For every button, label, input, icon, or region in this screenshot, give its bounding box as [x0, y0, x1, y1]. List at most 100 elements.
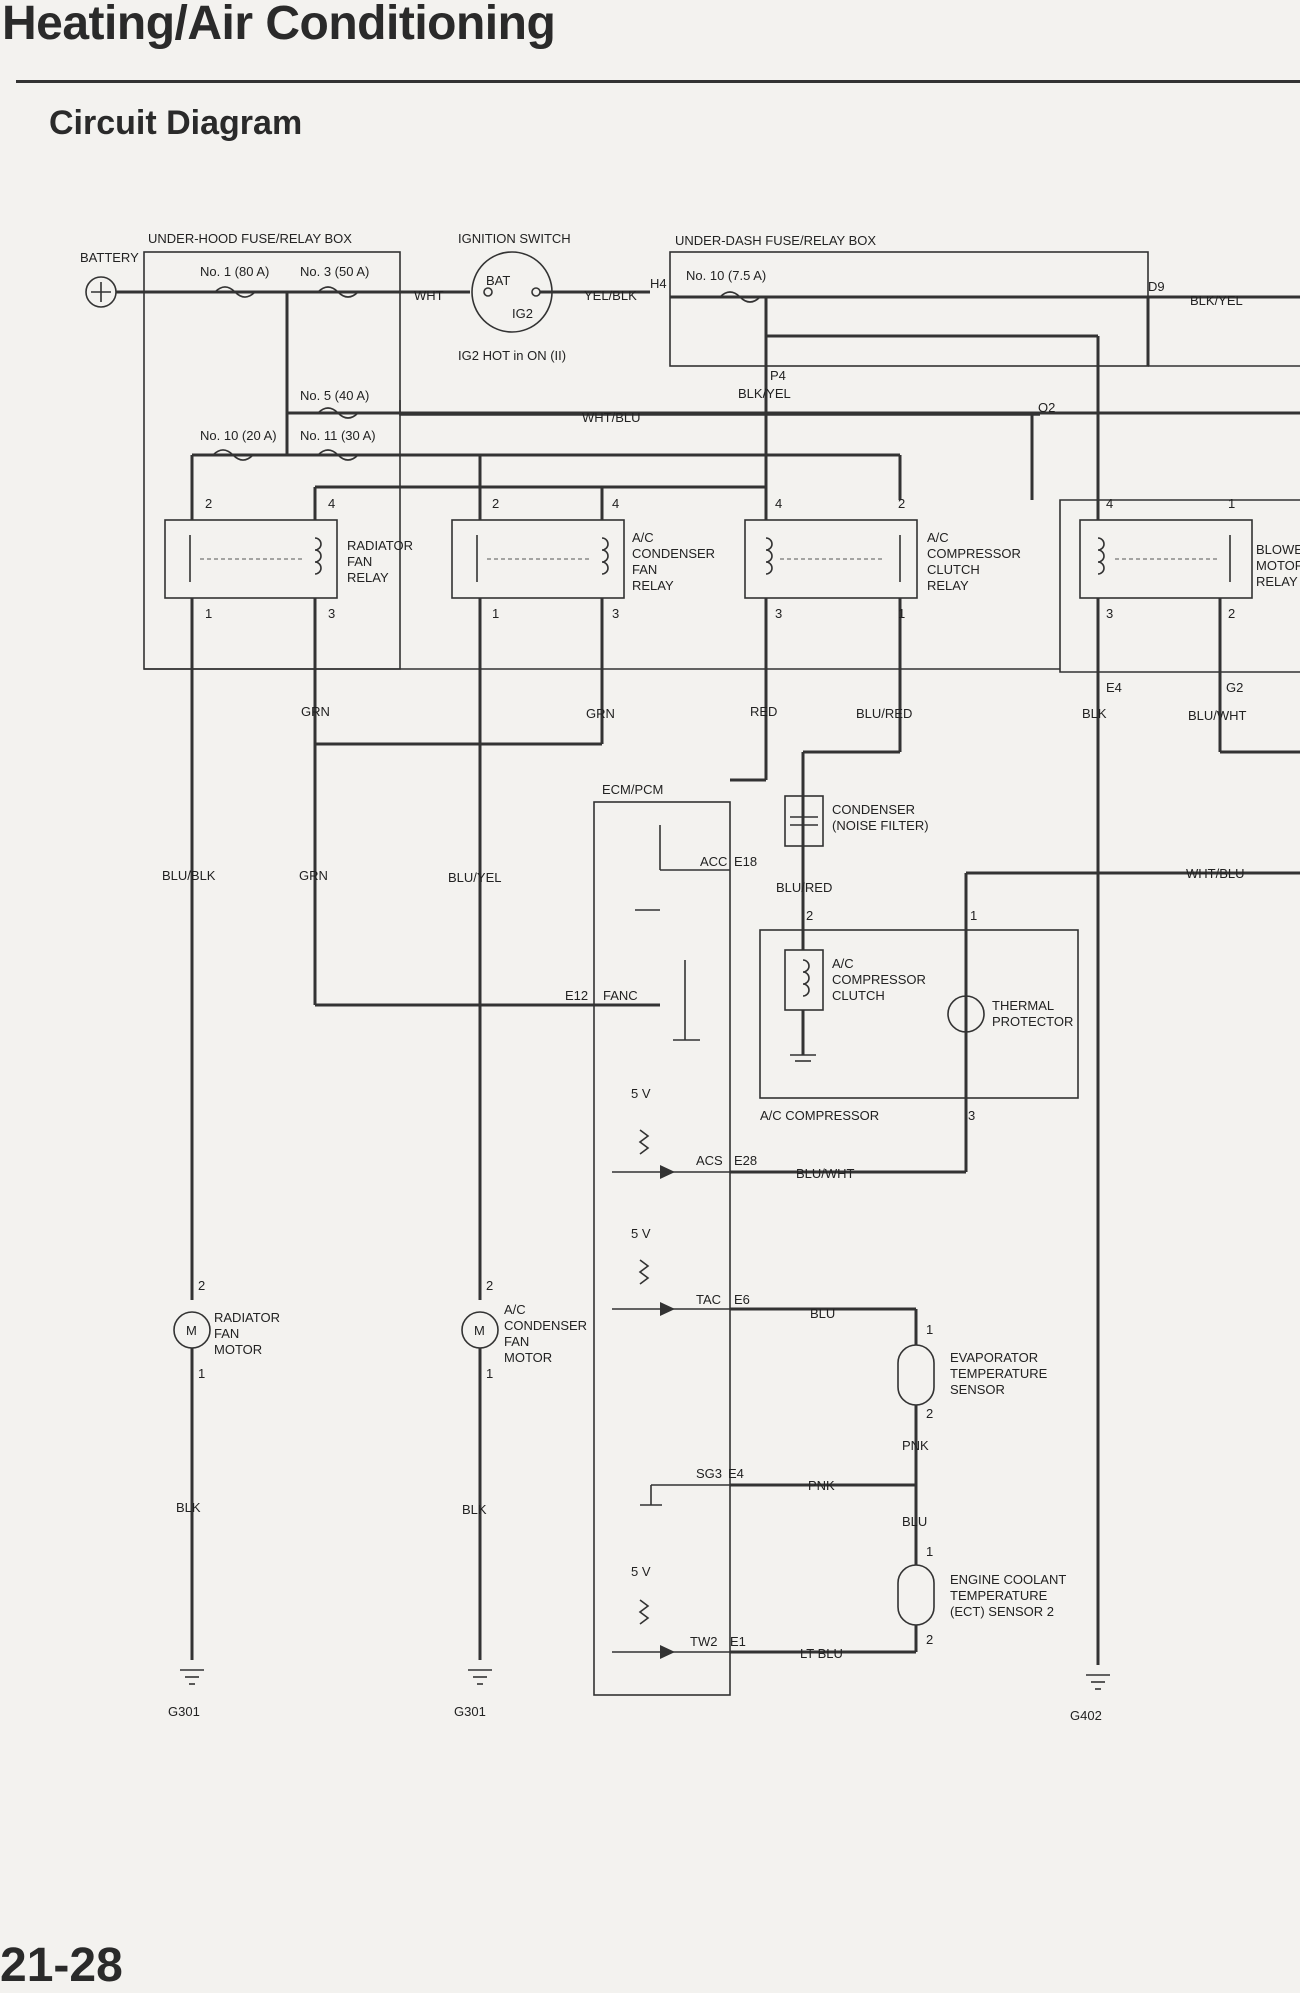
- label-fuse-no10: No. 10 (20 A): [200, 428, 277, 443]
- label-blu-yel: BLU/YEL: [448, 870, 501, 885]
- label-evap-1: EVAPORATOR: [950, 1350, 1038, 1365]
- pin-blower-3: 3: [1106, 606, 1113, 621]
- pin-comp-2: 2: [898, 496, 905, 511]
- fuse-no3: [317, 286, 359, 298]
- label-pnk-sg3: PNK: [808, 1478, 835, 1493]
- relay-coil-rad: [314, 537, 322, 575]
- ground-g301-left: [180, 1669, 204, 1685]
- label-evap-2: TEMPERATURE: [950, 1366, 1048, 1381]
- label-g301-right: G301: [454, 1704, 486, 1719]
- label-5v-tw2: 5 V: [631, 1564, 651, 1579]
- label-blk-rad-motor: BLK: [176, 1500, 201, 1515]
- label-ect-2: TEMPERATURE: [950, 1588, 1048, 1603]
- label-ecm-pcm: ECM/PCM: [602, 782, 663, 797]
- pin-comp-3: 3: [775, 606, 782, 621]
- label-blu-red-top: BLU/RED: [856, 706, 912, 721]
- label-5v-acs: 5 V: [631, 1086, 651, 1101]
- label-comp-relay-3: CLUTCH: [927, 562, 980, 577]
- ect-sensor-2: [897, 1564, 935, 1626]
- label-comp-relay-1: A/C: [927, 530, 949, 545]
- pin-blower-4: 4: [1106, 496, 1113, 511]
- pin-blower-2: 2: [1228, 606, 1235, 621]
- label-clutch-2: COMPRESSOR: [832, 972, 926, 987]
- label-cond-relay-2: CONDENSER: [632, 546, 715, 561]
- label-blu-ect: BLU: [902, 1514, 927, 1529]
- label-thermal-1: THERMAL: [992, 998, 1054, 1013]
- ecm-tac-resistor: [638, 1259, 650, 1285]
- label-wht-blu-top: WHT/BLU: [582, 410, 641, 425]
- label-condenser-noise-1: CONDENSER: [832, 802, 915, 817]
- label-cond-relay-4: RELAY: [632, 578, 674, 593]
- blower-motor-relay: [1079, 519, 1253, 599]
- pin-rad-4: 4: [328, 496, 335, 511]
- pin-cond-2: 2: [492, 496, 499, 511]
- page-number: 21-28: [0, 1939, 123, 1992]
- ground-g402: [1086, 1674, 1110, 1690]
- label-rad-motor-1: RADIATOR: [214, 1310, 280, 1325]
- label-lt-blu: LT BLU: [800, 1646, 843, 1661]
- pin-thermal-1: 1: [970, 908, 977, 923]
- pin-thermal-3: 3: [968, 1108, 975, 1123]
- label-g402: G402: [1070, 1708, 1102, 1723]
- pin-evap-2: 2: [926, 1406, 933, 1421]
- pin-cond-motor-2: 2: [486, 1278, 493, 1293]
- label-thermal-2: PROTECTOR: [992, 1014, 1073, 1029]
- label-5v-tac: 5 V: [631, 1226, 651, 1241]
- label-cond-motor-2: CONDENSER: [504, 1318, 587, 1333]
- pin-cond-4: 4: [612, 496, 619, 511]
- title-rule: [16, 80, 1300, 83]
- ground-g301-right: [468, 1669, 492, 1685]
- label-tac: TAC: [696, 1292, 721, 1307]
- ignition-bat-terminal: [483, 287, 493, 297]
- label-blu-blk: BLU/BLK: [162, 868, 216, 883]
- page-title: Heating/Air Conditioning: [2, 0, 556, 50]
- blower-box-outline: [1059, 499, 1300, 673]
- label-blk-yel: BLK/YEL: [1190, 293, 1243, 308]
- label-acs: ACS: [696, 1153, 723, 1168]
- relay-coil-blower: [1097, 537, 1105, 575]
- label-clutch-3: CLUTCH: [832, 988, 885, 1003]
- evaporator-temperature-sensor: [897, 1344, 935, 1406]
- clutch-coil: [802, 959, 810, 997]
- pin-rad-motor-1: 1: [198, 1366, 205, 1381]
- label-rad-motor-3: MOTOR: [214, 1342, 262, 1357]
- label-motor-m-rad: M: [186, 1323, 197, 1338]
- label-rad-motor-2: FAN: [214, 1326, 239, 1341]
- label-sg3: SG3: [696, 1466, 722, 1481]
- ac-compressor-box: [759, 929, 1079, 1099]
- ignition-switch: [471, 251, 553, 333]
- label-cond-motor-1: A/C: [504, 1302, 526, 1317]
- label-red: RED: [750, 704, 777, 719]
- label-e28: E28: [734, 1153, 757, 1168]
- ecm-tw2-resistor: [638, 1599, 650, 1625]
- label-acc: ACC: [700, 854, 727, 869]
- pin-evap-1: 1: [926, 1322, 933, 1337]
- fuse-no1: [214, 286, 256, 298]
- label-ig2-hot: IG2 HOT in ON (II): [458, 348, 566, 363]
- pin-comp-1: 1: [898, 606, 905, 621]
- pin-cond-1: 1: [492, 606, 499, 621]
- label-motor-m-cond: M: [474, 1323, 485, 1338]
- label-blu-tac: BLU: [810, 1306, 835, 1321]
- label-e1: E1: [730, 1634, 746, 1649]
- pin-blower-1: 1: [1228, 496, 1235, 511]
- label-blu-wht-g2: BLU/WHT: [1188, 708, 1247, 723]
- label-blower-relay-2: MOTOR: [1256, 558, 1300, 573]
- label-rad-relay-2: FAN: [347, 554, 372, 569]
- label-e4: E4: [1106, 680, 1122, 695]
- relay-coil-comp: [765, 537, 773, 575]
- label-battery: BATTERY: [80, 250, 139, 265]
- label-blower-relay-3: RELAY: [1256, 574, 1298, 589]
- radiator-fan-relay: [164, 519, 338, 599]
- ac-compressor-clutch-relay: [744, 519, 918, 599]
- label-blu-wht-acs: BLU/WHT: [796, 1166, 855, 1181]
- label-e4-sg3: E4: [728, 1466, 744, 1481]
- ac-condenser-fan-relay: [451, 519, 625, 599]
- label-e18: E18: [734, 854, 757, 869]
- ecm-acs-resistor: [638, 1129, 650, 1155]
- label-d9: D9: [1148, 279, 1165, 294]
- label-condenser-noise-2: (NOISE FILTER): [832, 818, 929, 833]
- ecm-box-outline: [593, 801, 731, 1696]
- label-ect-1: ENGINE COOLANT: [950, 1572, 1066, 1587]
- label-grn-mid: GRN: [299, 868, 328, 883]
